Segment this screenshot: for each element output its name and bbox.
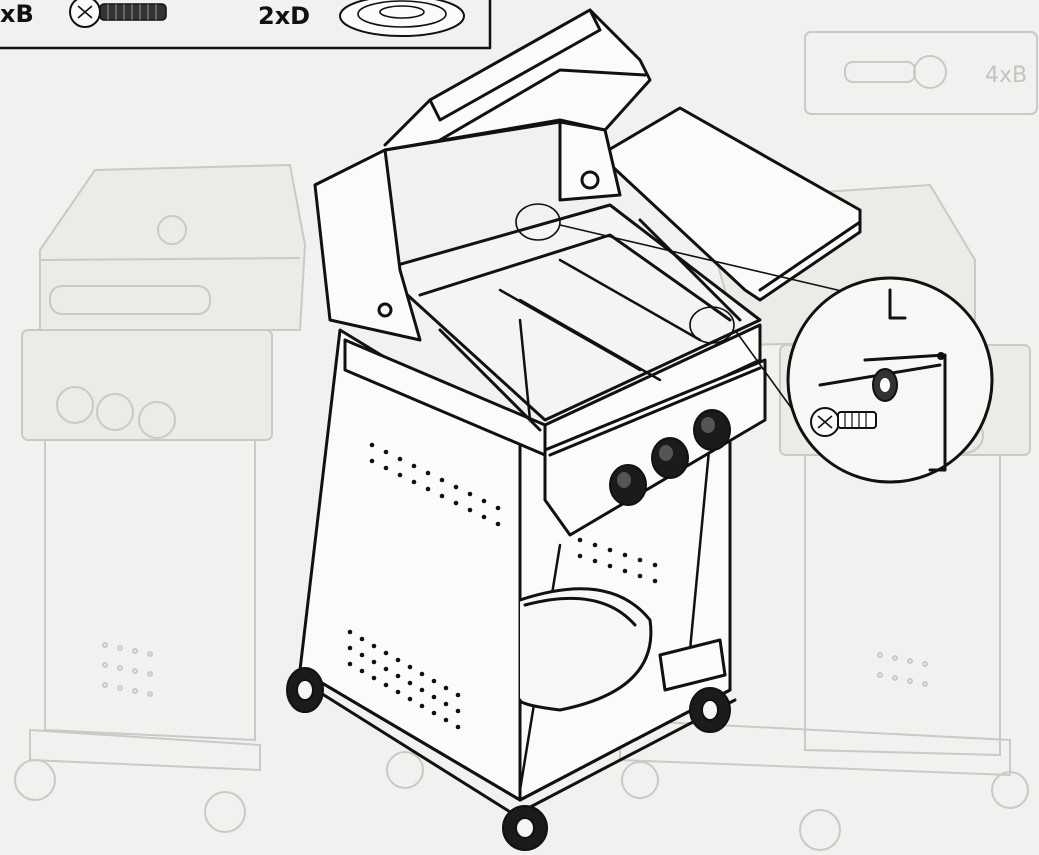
leader-line-bottom xyxy=(734,329,801,421)
part-label-d: 2xD xyxy=(258,2,310,30)
leader-line-top xyxy=(559,224,881,301)
front-panel-holes xyxy=(347,629,461,730)
caster-rear xyxy=(502,805,548,851)
upper-panel-holes xyxy=(369,442,658,584)
detail-washer xyxy=(872,368,898,402)
control-knob-3 xyxy=(693,409,731,451)
main-grill xyxy=(286,8,881,851)
part-label-b: xB xyxy=(0,0,34,28)
ghost-parts-callout: 4xB xyxy=(804,31,1038,115)
side-shelf xyxy=(598,106,862,302)
caster-front-left xyxy=(286,667,324,713)
magnifier-detail-icon xyxy=(786,276,994,484)
hinge-marker-left xyxy=(515,203,561,241)
control-knob-2 xyxy=(651,437,689,479)
caster-front-right xyxy=(689,687,731,733)
detail-bolt xyxy=(810,407,877,437)
ghost-callout-label: 4xB xyxy=(985,63,1027,88)
ghost-grill-right-holes xyxy=(877,652,928,687)
screw-icon xyxy=(69,0,167,28)
firebox xyxy=(343,203,762,462)
parts-callout: xB 2xD xyxy=(0,0,492,50)
washer-icon xyxy=(339,0,465,37)
ghost-grill-left-holes xyxy=(102,642,153,697)
hinge-marker-right xyxy=(689,306,735,344)
control-panel xyxy=(543,358,767,537)
control-knob-1 xyxy=(609,464,647,506)
cart-frame xyxy=(298,328,737,817)
grill-lid xyxy=(313,8,652,342)
ghost-grill-left xyxy=(14,163,424,833)
